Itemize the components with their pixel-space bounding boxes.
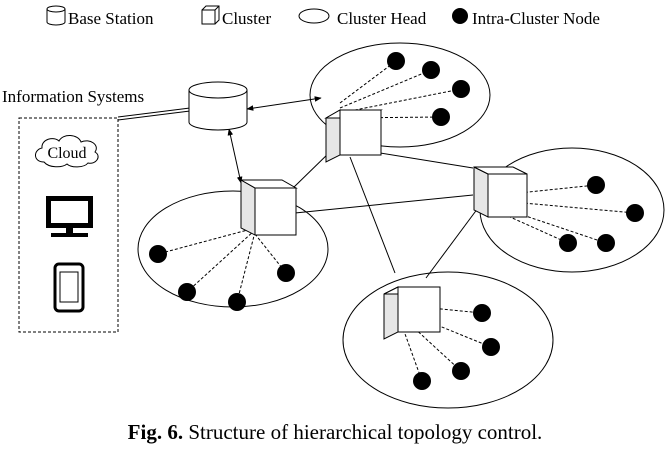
intra-cluster-node-legend-icon (452, 8, 468, 24)
cluster-top-nodes (387, 52, 470, 126)
intra-cluster-node (432, 108, 450, 126)
topology-diagram: Base Station Cluster Cluster Head Intra-… (2, 5, 665, 409)
intra-cluster-node (387, 52, 405, 70)
cloud-label: Cloud (47, 145, 86, 162)
cloud-icon: Cloud (35, 135, 99, 168)
cluster-legend-icon (201, 5, 220, 25)
intra-cluster-node (559, 234, 577, 252)
base-station-legend-icon (46, 5, 66, 26)
monitor-icon (46, 196, 93, 237)
intra-cluster-node (473, 304, 491, 322)
tablet-icon (53, 262, 85, 313)
basestation-link-top (246, 96, 322, 111)
intra-cluster-node (413, 372, 431, 390)
figure-caption-text: Structure of hierarchical topology contr… (183, 420, 543, 444)
info-systems-box (18, 117, 119, 333)
legend-cluster-label: Cluster (222, 9, 271, 28)
cluster-bottom-nodes (413, 304, 500, 390)
legend-intra-cluster-node-label: Intra-Cluster Node (472, 9, 600, 28)
cluster-head-left (239, 179, 298, 236)
intra-cluster-node (587, 176, 605, 194)
intra-cluster-node (178, 283, 196, 301)
intra-cluster-node (422, 61, 440, 79)
intra-cluster-node (149, 245, 167, 263)
cluster-region-bottom (342, 271, 554, 409)
figure-caption: Fig. 6. Structure of hierarchical topolo… (0, 420, 670, 445)
cluster-head-bottom (383, 286, 441, 340)
intra-cluster-node (626, 204, 644, 222)
intra-cluster-node (452, 362, 470, 380)
cluster-left-nodes (149, 245, 295, 311)
intra-cluster-node (452, 80, 470, 98)
legend-base-station-label: Base Station (68, 9, 154, 28)
legend: Base Station Cluster Cluster Head Intra-… (46, 5, 600, 28)
cluster-head-top (324, 109, 383, 163)
base-station (188, 81, 248, 131)
cluster-head-right (473, 166, 528, 218)
cluster-head-links (292, 149, 479, 279)
intra-cluster-node (482, 338, 500, 356)
legend-cluster-head-label: Cluster Head (337, 9, 427, 28)
intra-cluster-node (228, 293, 246, 311)
cluster-right-nodes (559, 176, 644, 252)
intra-cluster-node (597, 234, 615, 252)
info-systems-title: Information Systems (2, 87, 144, 106)
cluster-head-legend-icon (298, 8, 330, 24)
figure-label: Fig. 6. (127, 420, 184, 444)
intra-cluster-node (277, 264, 295, 282)
cluster-region-left (137, 190, 329, 308)
basestation-link-left (227, 128, 243, 184)
